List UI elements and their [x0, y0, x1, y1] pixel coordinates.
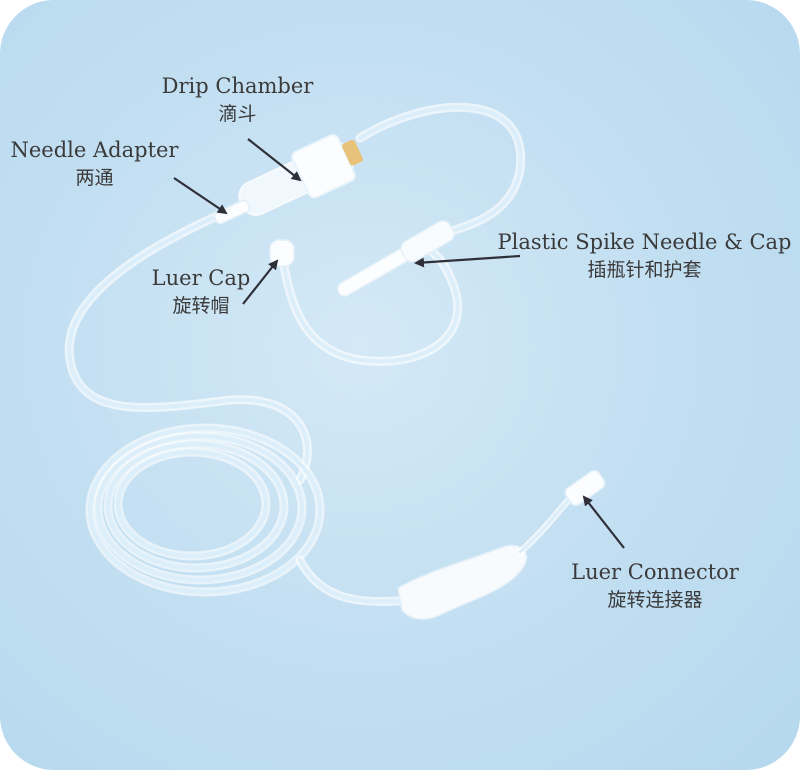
label-drip-chamber: Drip Chamber 滴斗 — [150, 72, 325, 127]
arrow-needle-adapter — [173, 177, 228, 215]
luer-connector — [564, 469, 606, 507]
tube-coil — [85, 423, 325, 597]
needle-adapter-en: Needle Adapter — [10, 138, 179, 162]
label-needle-adapter: Needle Adapter 两通 — [2, 136, 187, 191]
arrow-luer-connector — [582, 495, 625, 549]
arrow-drip-chamber — [247, 138, 302, 182]
tube-to-connector — [516, 492, 576, 556]
roller-clamp — [397, 544, 528, 620]
tube-main — [64, 207, 312, 485]
luer-cap — [269, 239, 295, 267]
tube-lower — [295, 555, 415, 607]
drip-chamber-en: Drip Chamber — [161, 74, 314, 98]
label-plastic-spike: Plastic Spike Needle & Cap 插瓶针和护套 — [492, 228, 797, 283]
plastic-spike-zh: 插瓶针和护套 — [587, 259, 702, 281]
luer-connector-en: Luer Connector — [571, 560, 739, 584]
needle-adapter — [213, 199, 251, 225]
luer-cap-zh: 旋转帽 — [172, 295, 230, 317]
arrow-luer-cap — [242, 259, 279, 305]
label-luer-cap: Luer Cap 旋转帽 — [145, 264, 257, 319]
plastic-spike-en: Plastic Spike Needle & Cap — [497, 230, 792, 254]
label-luer-connector: Luer Connector 旋转连接器 — [560, 558, 750, 613]
luer-cap-en: Luer Cap — [151, 266, 251, 290]
arrow-plastic-spike — [414, 254, 521, 268]
drip-chamber-zh: 滴斗 — [218, 103, 257, 125]
luer-connector-zh: 旋转连接器 — [607, 589, 703, 611]
plastic-spike — [337, 220, 455, 297]
needle-adapter-zh: 两通 — [75, 167, 114, 189]
tube-upper — [355, 102, 526, 240]
tube-luer-cap-loop — [277, 245, 463, 366]
